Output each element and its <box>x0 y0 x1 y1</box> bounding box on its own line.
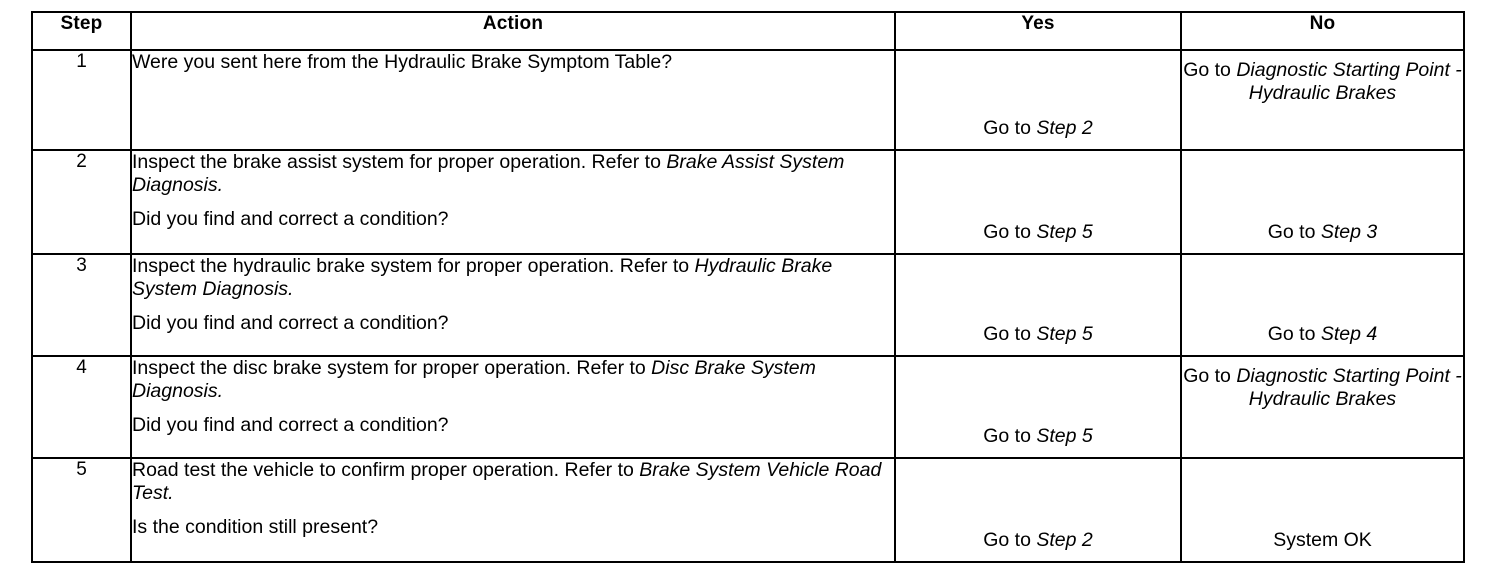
action-paragraph: Road test the vehicle to confirm proper … <box>132 459 882 504</box>
column-header-step: Step <box>31 11 132 51</box>
no-branch-text: Go to Step 4 <box>1267 322 1378 345</box>
action-cell: Inspect the hydraulic brake system for p… <box>130 253 896 357</box>
action-cell: Were you sent here from the Hydraulic Br… <box>130 49 896 151</box>
action-cell: Road test the vehicle to confirm proper … <box>130 457 896 563</box>
yes-branch-cell: Go to Step 5 <box>894 355 1182 459</box>
column-header-action: Action <box>130 11 896 51</box>
step-number-cell: 2 <box>31 149 132 255</box>
action-paragraph: Inspect the disc brake system for proper… <box>132 357 816 402</box>
yes-branch-cell: Go to Step 5 <box>894 149 1182 255</box>
no-branch-cell: System OK <box>1180 457 1465 563</box>
action-paragraph: Were you sent here from the Hydraulic Br… <box>132 51 673 73</box>
action-question: Did you find and correct a condition? <box>132 311 449 334</box>
step-number-cell: 1 <box>31 49 132 151</box>
yes-branch-cell: Go to Step 2 <box>894 457 1182 563</box>
yes-branch-text: Go to Step 2 <box>983 116 1093 139</box>
header-row: Step Action Yes No <box>31 11 1465 51</box>
action-paragraph: Inspect the hydraulic brake system for p… <box>132 255 833 300</box>
yes-branch-cell: Go to Step 2 <box>894 49 1182 151</box>
step-number-cell: 3 <box>31 253 132 357</box>
action-question: Did you find and correct a condition? <box>132 207 449 230</box>
step-number-cell: 4 <box>31 355 132 459</box>
action-cell: Inspect the disc brake system for proper… <box>130 355 896 459</box>
yes-branch-text: Go to Step 5 <box>983 424 1093 447</box>
no-branch-cell: Go to Diagnostic Starting Point - Hydrau… <box>1180 49 1465 151</box>
step-number-cell: 5 <box>31 457 132 563</box>
yes-branch-text: Go to Step 5 <box>983 322 1093 345</box>
no-branch-text: Go to Step 3 <box>1267 220 1378 243</box>
no-branch-cell: Go to Step 4 <box>1180 253 1465 357</box>
no-branch-cell: Go to Step 3 <box>1180 149 1465 255</box>
action-question: Is the condition still present? <box>132 515 379 538</box>
no-branch-cell: Go to Diagnostic Starting Point - Hydrau… <box>1180 355 1465 459</box>
no-branch-text: Go to Diagnostic Starting Point - Hydrau… <box>1183 365 1462 411</box>
action-cell: Inspect the brake assist system for prop… <box>130 149 896 255</box>
no-branch-text: System OK <box>1273 528 1372 551</box>
column-header-no: No <box>1180 11 1465 51</box>
yes-branch-text: Go to Step 5 <box>983 220 1093 243</box>
column-header-yes: Yes <box>894 11 1182 51</box>
yes-branch-text: Go to Step 2 <box>983 528 1093 551</box>
table-header: Step Action Yes No <box>31 11 1465 51</box>
action-question: Did you find and correct a condition? <box>132 413 449 436</box>
no-branch-text: Go to Diagnostic Starting Point - Hydrau… <box>1183 59 1462 105</box>
yes-branch-cell: Go to Step 5 <box>894 253 1182 357</box>
action-paragraph: Inspect the brake assist system for prop… <box>132 151 845 196</box>
